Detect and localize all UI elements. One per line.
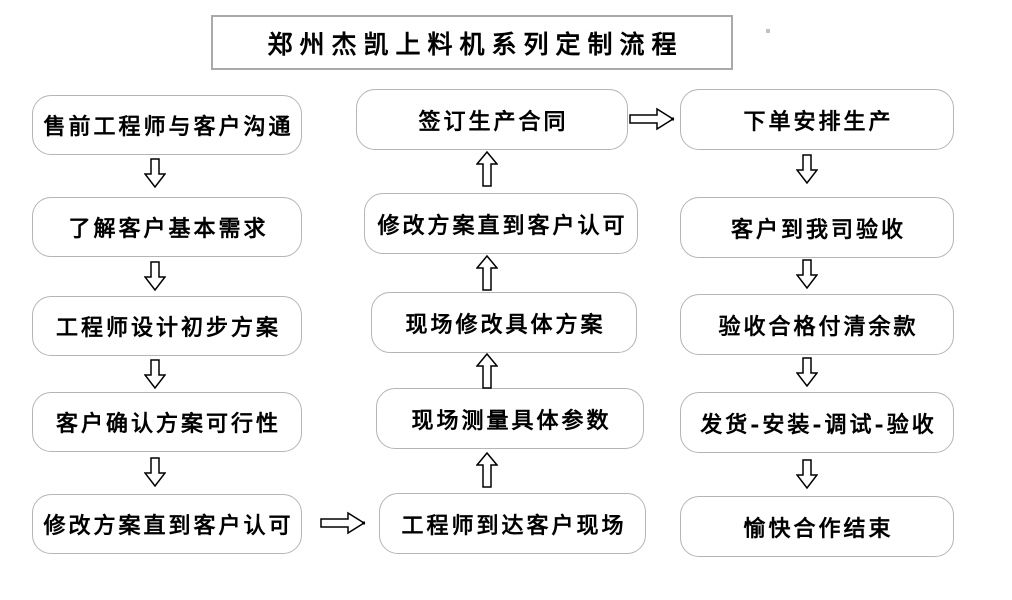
flow-node-pay-balance: 验收合格付清余款: [680, 294, 954, 355]
arrow-up-icon: [476, 151, 498, 187]
speck-artifact: [766, 29, 770, 33]
flow-node-presale-communication: 售前工程师与客户沟通: [32, 95, 302, 155]
page-title: 郑州杰凯上料机系列定制流程: [267, 29, 684, 59]
arrow-down-icon: [144, 359, 166, 389]
arrow-up-icon: [476, 353, 498, 389]
arrow-right-icon: [629, 107, 675, 131]
arrow-down-icon: [144, 457, 166, 487]
flow-node-sign-contract: 签订生产合同: [356, 89, 628, 150]
arrow-right-icon: [320, 511, 366, 535]
arrow-down-icon: [144, 261, 166, 291]
arrow-up-icon: [476, 452, 498, 488]
flow-node-onsite-revise-plan: 现场修改具体方案: [371, 292, 637, 353]
flow-node-engineer-arrives: 工程师到达客户现场: [379, 493, 646, 554]
flow-node-understand-needs: 了解客户基本需求: [32, 197, 302, 257]
title-box: 郑州杰凯上料机系列定制流程: [211, 15, 733, 70]
flow-node-customer-acceptance: 客户到我司验收: [680, 197, 954, 258]
arrow-down-icon: [796, 259, 818, 289]
flow-node-onsite-measure: 现场测量具体参数: [376, 388, 644, 449]
flow-node-revise-until-approved-1: 修改方案直到客户认可: [32, 494, 302, 554]
arrow-up-icon: [476, 255, 498, 291]
flow-node-preliminary-design: 工程师设计初步方案: [32, 296, 302, 356]
flow-node-revise-until-approved-2: 修改方案直到客户认可: [364, 193, 638, 254]
flow-node-ship-install-debug: 发货-安装-调试-验收: [680, 392, 954, 453]
flow-node-happy-ending: 愉快合作结束: [680, 496, 954, 557]
flow-node-confirm-feasibility: 客户确认方案可行性: [32, 392, 302, 452]
arrow-down-icon: [796, 154, 818, 184]
arrow-down-icon: [144, 158, 166, 188]
arrow-down-icon: [796, 459, 818, 489]
flow-node-order-production: 下单安排生产: [680, 89, 954, 150]
arrow-down-icon: [796, 357, 818, 387]
